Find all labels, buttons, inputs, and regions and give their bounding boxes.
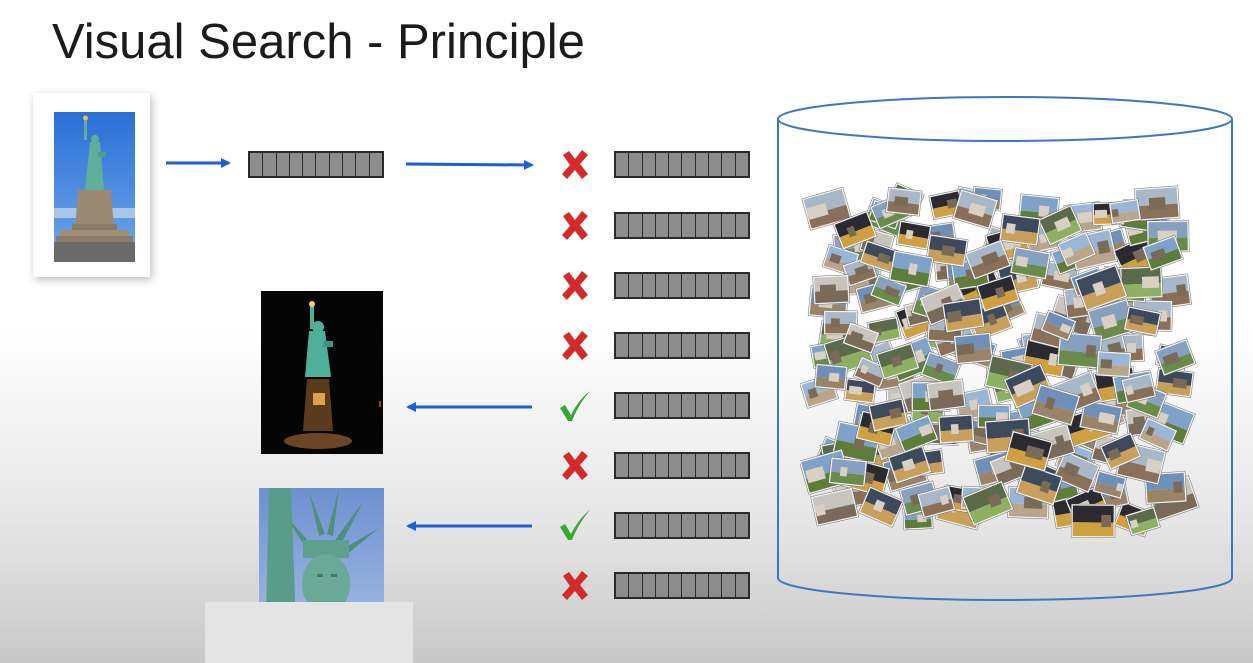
collage-photo — [1119, 265, 1164, 300]
collage-photo — [925, 233, 969, 268]
database-feature-vector — [614, 392, 750, 419]
collage-photo — [852, 356, 889, 389]
result-image-night — [261, 291, 383, 454]
database-feature-vector — [614, 572, 750, 599]
collage-photo — [952, 188, 999, 230]
collage-photo — [1092, 469, 1128, 500]
x-mark-icon — [562, 331, 588, 360]
collage-photo — [885, 186, 923, 217]
collage-photo — [887, 445, 932, 485]
collage-photo — [859, 239, 899, 274]
collage-photo — [1040, 309, 1077, 342]
collage-photo — [1009, 246, 1052, 280]
collage-photo — [1030, 383, 1081, 427]
check-mark-icon — [560, 391, 590, 421]
collage-photo — [1123, 305, 1162, 337]
collage-photo — [1070, 503, 1116, 538]
collage-photo — [1037, 204, 1084, 247]
collage-photo — [801, 186, 853, 231]
collage-photo — [812, 274, 851, 305]
collage-photo — [953, 332, 994, 365]
collage-photo — [875, 342, 920, 380]
collage-photo — [828, 456, 868, 488]
collage-photo — [941, 297, 985, 333]
collage-photo — [867, 397, 909, 433]
collage-photo — [888, 249, 935, 289]
collage-photo — [964, 239, 1012, 281]
collage-photo — [1086, 298, 1138, 344]
collage-photo — [1154, 338, 1197, 377]
database-cylinder-icon — [777, 96, 1233, 601]
collage-photo — [1137, 416, 1178, 453]
collage-photo — [813, 363, 848, 391]
query-feature-vector — [248, 151, 384, 178]
overlay-box — [205, 602, 413, 663]
x-mark-icon — [562, 571, 588, 600]
database-feature-vector — [614, 332, 750, 359]
collage-photo — [810, 487, 859, 527]
collage-photo — [1124, 506, 1161, 537]
database-feature-vector — [614, 212, 750, 239]
collage-photo — [843, 377, 877, 405]
query-image — [54, 112, 135, 262]
collage-photo — [916, 485, 956, 519]
collage-photo — [1108, 198, 1142, 225]
x-mark-icon — [562, 211, 588, 240]
collage-photo — [832, 210, 878, 251]
arrow-icon — [405, 159, 534, 170]
collage-photo — [858, 485, 905, 528]
collage-photo — [920, 350, 962, 387]
collage-photo — [928, 189, 965, 221]
collage-photo — [1074, 264, 1128, 312]
check-mark-icon — [560, 510, 590, 540]
collage-photo — [1078, 399, 1124, 436]
collage-photo — [1120, 372, 1157, 404]
collage-photo — [1052, 450, 1101, 494]
collage-photo — [842, 321, 880, 355]
database-feature-vector — [614, 452, 750, 479]
collage-photo — [823, 310, 859, 336]
slide-title: Visual Search - Principle — [52, 15, 585, 69]
collage-photo — [1056, 231, 1097, 268]
database-feature-vector — [614, 272, 750, 299]
collage-photo — [1095, 350, 1132, 378]
collage-photo — [925, 378, 967, 412]
x-mark-icon — [562, 271, 588, 300]
database-feature-vector — [614, 512, 750, 539]
collage-photo — [1133, 185, 1181, 222]
x-mark-icon — [562, 150, 588, 179]
x-mark-icon — [562, 451, 588, 480]
collage-photo — [1004, 430, 1054, 473]
collage-photo — [998, 213, 1042, 247]
query-image-frame — [33, 93, 150, 277]
collage-photo — [975, 274, 1021, 313]
database-feature-vector — [614, 151, 750, 178]
collage-photo — [961, 480, 1014, 527]
photo-collection — [800, 182, 1200, 538]
collage-photo — [1141, 234, 1184, 272]
collage-photo — [895, 220, 932, 251]
collage-photo — [1099, 432, 1142, 471]
collage-photo — [937, 413, 975, 445]
collage-photo — [894, 414, 939, 454]
